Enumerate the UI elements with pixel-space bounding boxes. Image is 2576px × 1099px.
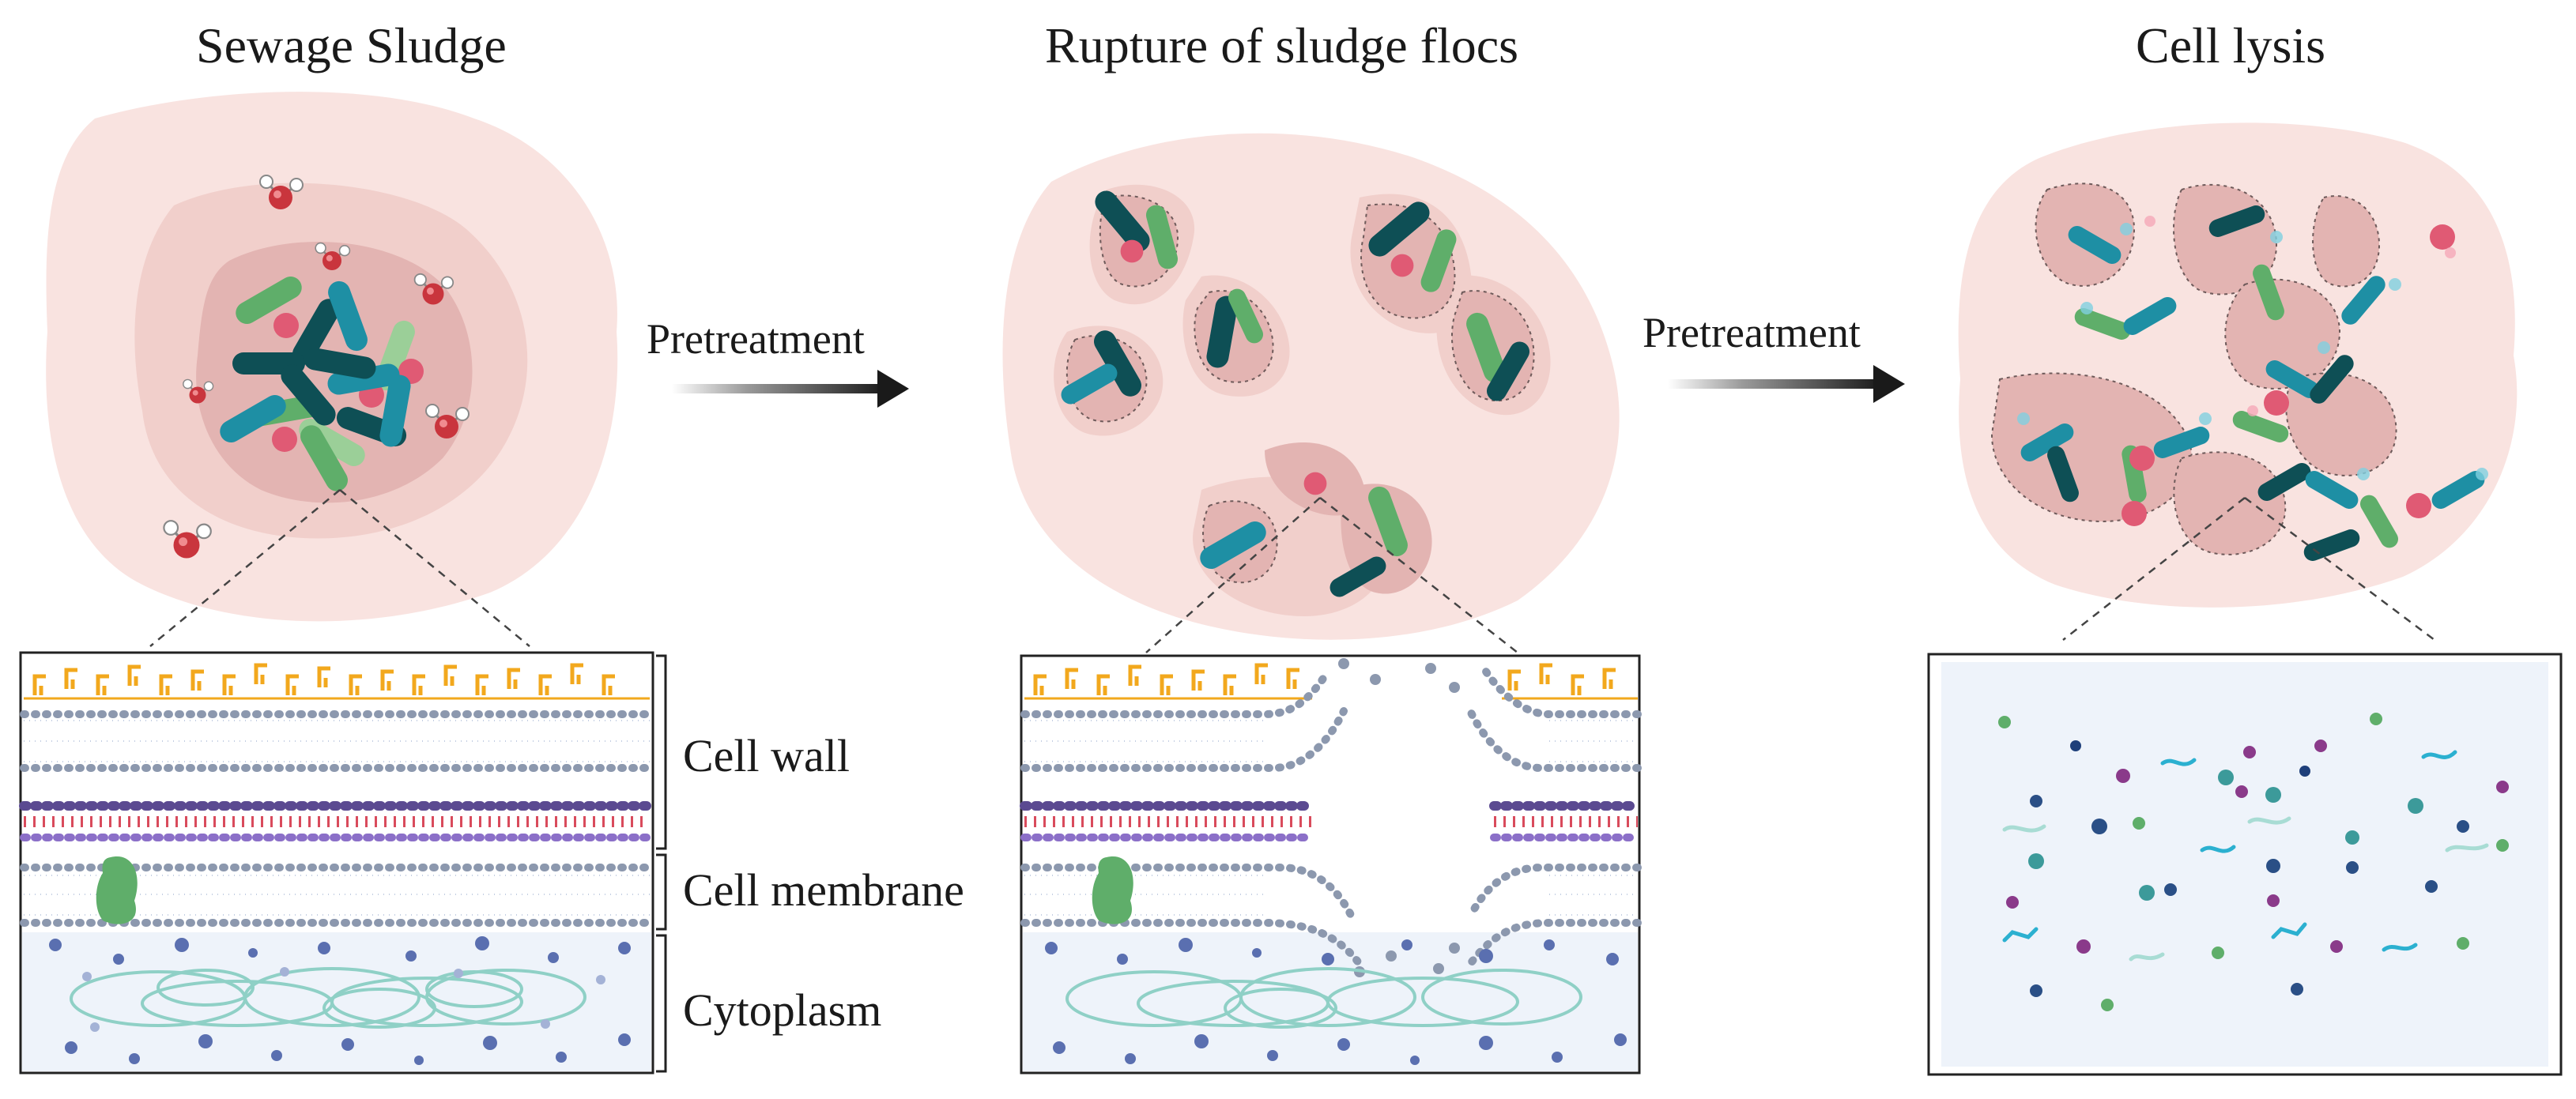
dna-tangle-icon — [70, 967, 586, 1029]
panel1-title: Sewage Sludge — [196, 17, 507, 73]
cell-envelope-inset-2 — [1020, 654, 1643, 1075]
zoom-lines-1 — [149, 489, 530, 647]
panel3-title: Cell lysis — [2136, 17, 2326, 73]
right-arrow-icon-2 — [1668, 365, 1905, 403]
membrane-protein-icon — [96, 856, 138, 924]
lysed-bacteria-3 — [2017, 202, 2488, 564]
right-arrow-icon — [672, 370, 909, 408]
cell-envelope-inset-1 — [19, 651, 654, 1075]
membrane-protein-icon-2 — [1092, 856, 1133, 924]
pretreatment-label-2: Pretreatment — [1643, 309, 1861, 356]
sludge-floc-3 — [1958, 122, 2518, 608]
cytoplasm-label: Cytoplasm — [683, 984, 882, 1036]
zoom-lines-2 — [1145, 497, 1518, 653]
panel2-title: Rupture of sludge flocs — [1045, 17, 1518, 73]
layer-brackets — [656, 654, 667, 1073]
lysate-inset-3 — [1927, 653, 2563, 1076]
cell-membrane-label: Cell membrane — [683, 864, 964, 916]
zoom-lines-3 — [2062, 497, 2435, 641]
pretreatment-label-1: Pretreatment — [647, 315, 865, 363]
cell-wall-label: Cell wall — [683, 730, 850, 781]
